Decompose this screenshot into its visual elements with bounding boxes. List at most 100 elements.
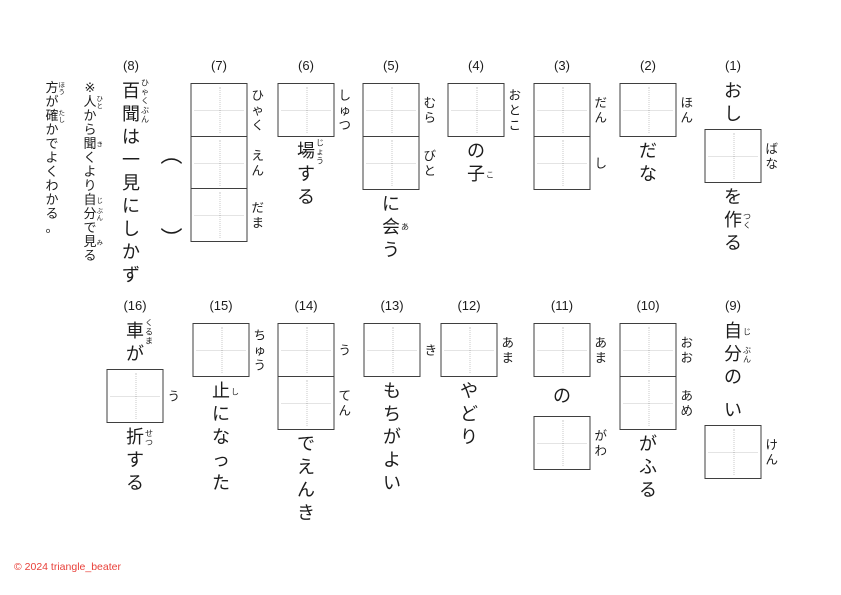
text-segment: が	[126, 343, 144, 366]
box-reading: だま	[251, 200, 265, 230]
text-segment: に	[382, 193, 400, 216]
text-char: る	[297, 187, 315, 208]
answer-box[interactable]	[533, 135, 591, 190]
answer-box[interactable]	[619, 323, 677, 377]
furigana: こ	[486, 170, 494, 179]
answer-box-group: おおあめ	[619, 320, 693, 433]
answer-box-slot: ほん	[619, 83, 693, 137]
answer-box[interactable]	[277, 323, 335, 377]
problem-1: (1) おしばなを作つくる	[704, 58, 778, 255]
answer-box[interactable]	[619, 83, 677, 137]
box-reading: むら	[423, 95, 437, 125]
answer-box[interactable]	[533, 83, 591, 137]
problem-11-number: (11)	[550, 298, 574, 313]
problem-11-items: あまのがわ	[533, 320, 607, 473]
text-char: か	[122, 242, 140, 263]
answer-box[interactable]	[440, 323, 498, 377]
text-segment: する	[126, 449, 144, 495]
text-char: っ	[212, 450, 230, 471]
text-char: ん	[297, 479, 315, 501]
answer-box[interactable]	[190, 135, 248, 190]
box-reading: がわ	[594, 428, 608, 458]
text-char: 見	[122, 173, 140, 194]
box-reading: ばな	[765, 141, 779, 171]
answer-box-slot: むら	[362, 83, 436, 137]
furigana: し	[231, 387, 239, 396]
answer-box[interactable]	[533, 416, 591, 470]
problem-5-items: むらびとに会あう	[362, 80, 436, 262]
text-char: の	[553, 386, 571, 407]
problem-5: (5) むらびとに会あう	[362, 58, 436, 262]
answer-box-slot: だん	[533, 83, 607, 137]
kanji-base: 折	[126, 427, 144, 448]
answer-box[interactable]	[363, 323, 421, 377]
answer-box[interactable]	[447, 83, 505, 137]
answer-box-group: うてん	[277, 320, 351, 433]
box-reading: けん	[765, 437, 779, 467]
text-char: ら	[83, 123, 97, 138]
problem-12: (12) あまやどり	[440, 298, 514, 449]
box-reading: えん	[251, 147, 265, 178]
answer-box[interactable]	[533, 323, 591, 377]
ruby-char: 方ほう	[45, 82, 65, 96]
problem-10-number: (10)	[636, 298, 660, 313]
kanji-base: 聞	[83, 137, 97, 152]
problem-9-number: (9)	[725, 298, 741, 313]
text-segment: は一見にしかず	[122, 126, 140, 287]
answer-box[interactable]	[619, 375, 677, 430]
answer-box[interactable]	[192, 323, 250, 377]
box-reading: う	[338, 342, 352, 358]
copyright-footer: © 2024 triangle_beater	[14, 561, 121, 573]
problem-9-items: 自じ分ぶんのいけん	[704, 320, 778, 482]
problem-11: (11) あまのがわ	[533, 298, 607, 473]
answer-box-slot: おとこ	[447, 83, 521, 137]
problem-6: (6) しゅつ場じょうする	[277, 58, 351, 209]
text-segment: くより	[83, 152, 96, 194]
text-segment: かでよくわかる。	[45, 124, 58, 236]
text-segment: もちがよい	[383, 380, 401, 495]
kanji-base: 自	[724, 321, 742, 342]
ruby-char: 分ぶん	[83, 208, 103, 222]
furigana: ぶん	[743, 345, 751, 364]
text-char: 。	[45, 221, 59, 236]
answer-box-slot: ひゃく	[190, 83, 264, 137]
text-segment: だな	[639, 140, 657, 186]
problem-2-items: ほんだな	[619, 80, 693, 186]
text-char: に	[212, 404, 230, 425]
answer-box-slot: き	[363, 323, 437, 377]
answer-box[interactable]	[190, 83, 248, 137]
text-char: き	[297, 502, 315, 524]
answer-box[interactable]	[704, 425, 762, 479]
kanji-base: 会	[382, 216, 400, 238]
answer-box[interactable]	[362, 135, 420, 190]
text-char: で	[83, 221, 97, 236]
answer-box[interactable]	[362, 83, 420, 137]
box-reading: う	[167, 388, 181, 404]
ruby-char: 会あ	[382, 216, 409, 239]
furigana: ぶん	[96, 207, 104, 222]
kanji-base: 百	[122, 81, 140, 102]
answer-box-group: むらびと	[362, 80, 436, 193]
answer-box[interactable]	[106, 369, 164, 423]
problem-15-items: ちゅう止しになった	[192, 320, 266, 495]
text-char: す	[297, 164, 315, 185]
answer-box[interactable]	[704, 129, 762, 183]
problem-1-items: おしばなを作つくる	[704, 80, 778, 255]
text-char: か	[45, 123, 59, 138]
text-segment: から	[83, 110, 96, 138]
problem-2-number: (2)	[640, 58, 656, 73]
text-char: の	[467, 141, 485, 162]
kanji-base: 聞	[122, 104, 140, 125]
ruby-char: 止し	[212, 380, 239, 403]
answer-box[interactable]	[277, 375, 335, 430]
answer-box[interactable]	[277, 83, 335, 137]
answer-box[interactable]	[190, 188, 248, 242]
box-reading: だん	[594, 95, 608, 125]
text-char: を	[724, 187, 742, 208]
text-char: わ	[45, 179, 59, 194]
gap	[562, 408, 563, 413]
problem-14: (14) うてんでえんき	[277, 298, 351, 525]
answer-box-slot: がわ	[533, 416, 607, 470]
text-char: も	[383, 381, 401, 402]
text-char: え	[297, 456, 315, 478]
